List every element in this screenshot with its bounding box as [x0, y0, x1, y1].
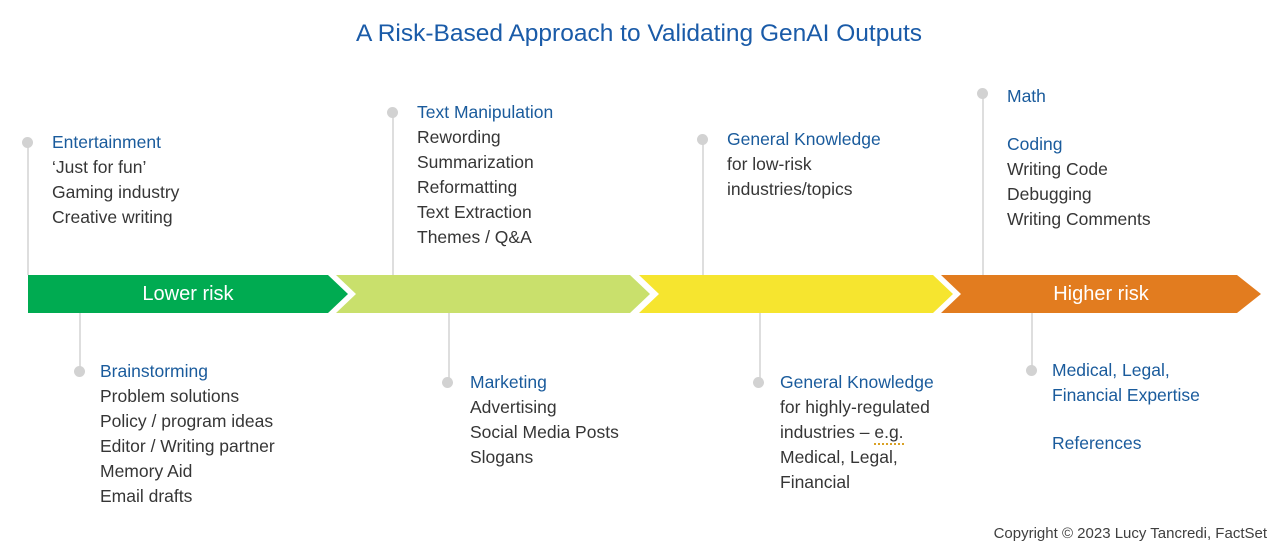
callout-line: Advertising	[470, 397, 557, 417]
callout-line: Medical, Legal,	[780, 447, 898, 467]
callout-heading: Math	[1007, 86, 1046, 106]
callout-line: Social Media Posts	[470, 422, 619, 442]
callout-line: Financial	[780, 472, 851, 492]
connector-line	[702, 139, 704, 275]
callout-heading: Text Manipulation	[417, 102, 554, 122]
callout-line: Summarization	[417, 152, 534, 172]
connector-line	[759, 313, 761, 383]
callout-general-knowledge-high-risk: General Knowledge for highly-regulated ind…	[780, 370, 934, 495]
callout-line: industries – e.g.	[780, 420, 934, 445]
connector-dot	[387, 107, 398, 118]
callout-heading: Entertainment	[52, 132, 161, 152]
callout-line	[1007, 109, 1151, 132]
callout-line: Reformatting	[417, 177, 518, 197]
callout-line: Policy / program ideas	[100, 411, 274, 431]
connector-line	[392, 112, 394, 275]
callout-text: industries –	[780, 422, 875, 442]
connector-line	[982, 93, 984, 275]
page-title: A Risk-Based Approach to Validating GenA…	[355, 20, 923, 47]
connector-dot	[1026, 365, 1037, 376]
callout-line: industries/topics	[727, 179, 853, 199]
callout-heading: General Knowledge	[727, 129, 881, 149]
callout-line	[1052, 408, 1200, 431]
connector-line	[1031, 313, 1033, 371]
callout-general-knowledge-low-risk: General Knowledge for low-risk industries/…	[727, 127, 881, 202]
arrow-segment-higher-risk: Higher risk	[941, 275, 1261, 313]
connector-line	[79, 313, 81, 372]
copyright-notice: Copyright © 2023 Lucy Tancredi, FactSet	[993, 525, 1267, 542]
callout-line: Writing Code	[1007, 159, 1108, 179]
callout-line: Editor / Writing partner	[100, 436, 275, 456]
connector-dot	[977, 88, 988, 99]
arrow-segment-low-mid	[336, 275, 650, 313]
callout-heading: Coding	[1007, 134, 1063, 154]
arrow-segment-label: Lower risk	[142, 282, 234, 305]
callout-line: Text Extraction	[417, 202, 532, 222]
connector-dot	[753, 377, 764, 388]
callout-heading: Financial Expertise	[1052, 385, 1200, 405]
callout-heading: Marketing	[470, 372, 547, 392]
callout-line: Debugging	[1007, 184, 1092, 204]
callout-heading: References	[1052, 433, 1142, 453]
callout-line: ‘Just for fun’	[52, 157, 147, 177]
callout-line: Writing Comments	[1007, 209, 1151, 229]
connector-dot	[697, 134, 708, 145]
callout-line: Problem solutions	[100, 386, 240, 406]
connector-dot	[442, 377, 453, 388]
connector-dot	[22, 137, 33, 148]
callout-line: Memory Aid	[100, 461, 193, 481]
callout-line: for highly-regulated	[780, 397, 930, 417]
callout-line: Themes / Q&A	[417, 227, 532, 247]
callout-entertainment: Entertainment ‘Just for fun’ Gaming indust…	[52, 130, 179, 230]
callout-line: Email drafts	[100, 486, 193, 506]
callout-heading: General Knowledge	[780, 372, 934, 392]
callout-line: Creative writing	[52, 207, 173, 227]
connector-dot	[74, 366, 85, 377]
arrow-segment-lower-risk: Lower risk	[28, 275, 348, 313]
callout-line: Slogans	[470, 447, 534, 467]
callout-line: for low-risk	[727, 154, 812, 174]
arrow-segment-label: Higher risk	[1053, 282, 1149, 305]
arrow-segment-mid-high	[639, 275, 953, 313]
callout-heading: Medical, Legal,	[1052, 360, 1170, 380]
callout-heading: Brainstorming	[100, 361, 208, 381]
callout-line: Rewording	[417, 127, 501, 147]
connector-line	[27, 142, 29, 275]
connector-line	[448, 313, 450, 383]
callout-line: Gaming industry	[52, 182, 180, 202]
spellcheck-underlined-text: e.g.	[874, 422, 904, 445]
